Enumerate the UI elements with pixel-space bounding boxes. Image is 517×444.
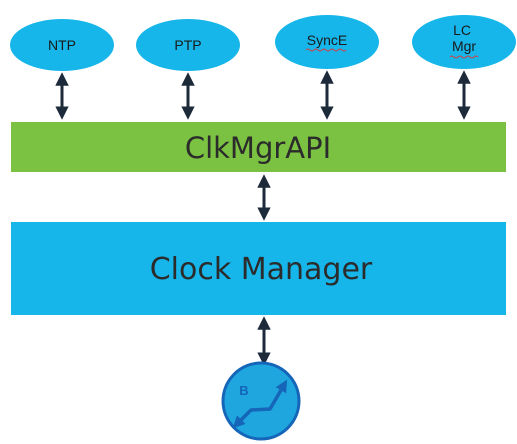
api-bar-shape: [11, 122, 506, 172]
node-ntp-label: NTP: [48, 37, 76, 53]
api-bar-label: ClkMgrAPI: [185, 131, 331, 165]
node-ntp: NTP: [10, 19, 114, 71]
node-ptp: PTP: [136, 19, 240, 71]
node-lc-mgr: LC Mgr: [412, 15, 516, 69]
node-synce: SyncE: [275, 15, 379, 69]
boundary-clock-circle: [221, 361, 301, 441]
api-bar: ClkMgrAPI: [11, 122, 506, 172]
node-ntp-shape: [10, 19, 114, 71]
node-lc-mgr-label: LC Mgr: [452, 22, 476, 54]
node-lc-mgr-line-2: Mgr: [452, 38, 476, 54]
boundary-clock-arrow: [232, 379, 288, 429]
node-ptp-shape: [136, 19, 240, 71]
boundary-clock-icon: B: [221, 361, 301, 441]
spellcheck-underline: [449, 55, 479, 59]
clock-manager-shape: [11, 222, 506, 315]
clock-manager-block: Clock Manager: [11, 222, 506, 315]
node-synce-shape: [275, 15, 379, 69]
node-synce-label: SyncE: [307, 32, 347, 48]
node-lc-mgr-line-1: LC: [453, 22, 471, 38]
node-lc-mgr-shape: [412, 15, 516, 69]
spellcheck-underline: [305, 48, 347, 52]
node-ptp-label: PTP: [174, 37, 201, 53]
boundary-clock-label: B: [239, 383, 248, 398]
clock-manager-label: Clock Manager: [150, 252, 373, 287]
